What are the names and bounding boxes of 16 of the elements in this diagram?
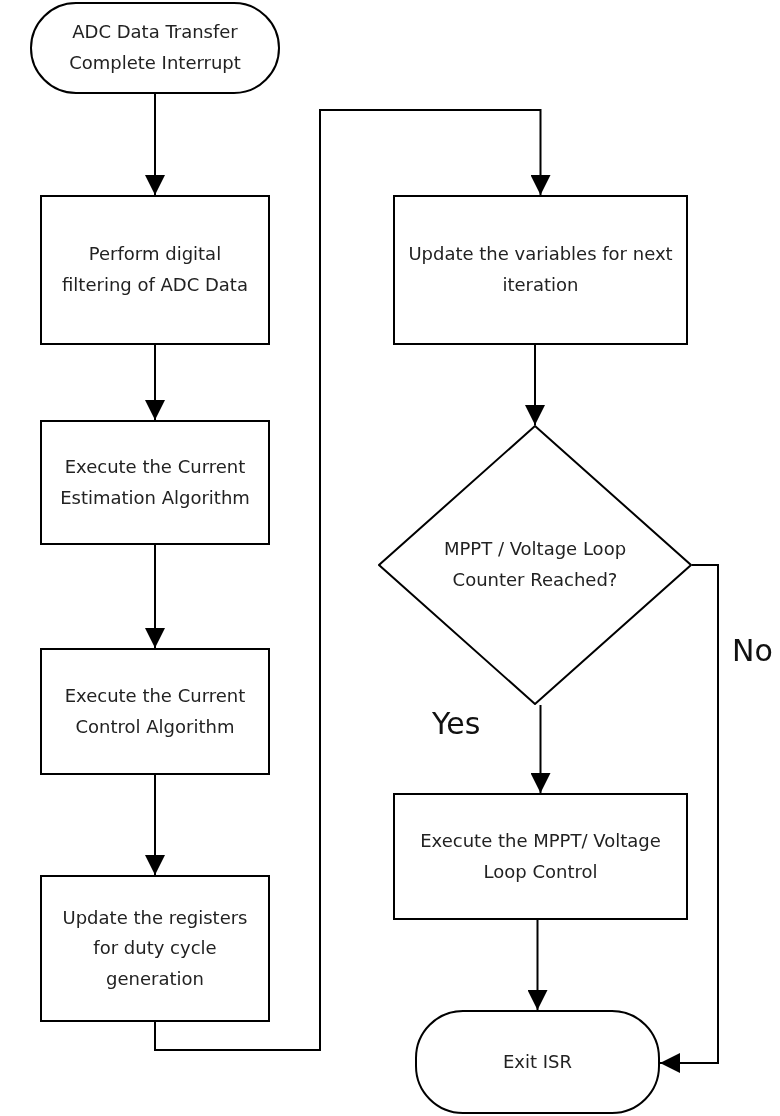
node-text: ADC Data Transfer Complete Interrupt [68,20,242,75]
node-text: MPPT / Voltage Loop Counter Reached? [442,537,628,592]
decision-diamond [378,425,692,705]
node-text: Update the registers for duty cycle generation [61,905,249,991]
process-box [393,195,688,345]
process-box [40,420,270,545]
node-text: Execute the MPPT/ Voltage Loop Control [419,828,662,884]
process-box [40,648,270,775]
process-box [393,793,688,920]
node-text: Execute the Current Estimation Algorithm [59,454,251,510]
node-text: Exit ISR [502,1049,572,1074]
node-text: Execute the Current Control Algorithm [63,683,247,739]
node-text: Perform digital filtering of ADC Data [61,242,249,297]
process-box [40,875,270,1022]
process-box [40,195,270,345]
node-text: Update the variables for next iteration [407,242,674,297]
